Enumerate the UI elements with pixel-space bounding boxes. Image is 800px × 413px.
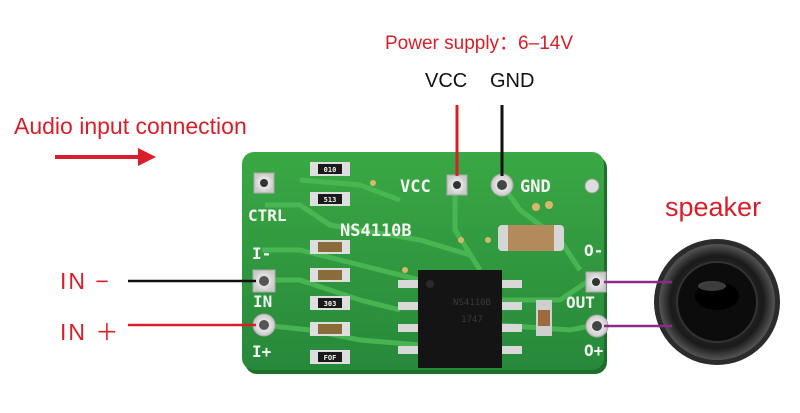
gnd-label: GND bbox=[490, 70, 535, 92]
ctrl-pad bbox=[253, 172, 275, 194]
amplifier-chip: NS4110B 1747 bbox=[398, 270, 522, 368]
out-minus-pad bbox=[585, 271, 607, 293]
capacitor bbox=[498, 225, 564, 251]
in-minus-label: IN − bbox=[60, 268, 111, 294]
resistor-7-label: FOF bbox=[324, 354, 337, 362]
resistor-5-label: 303 bbox=[324, 300, 337, 308]
speaker-label: speaker bbox=[665, 192, 762, 222]
vcc-pad bbox=[446, 174, 468, 196]
silk-ctrl: CTRL bbox=[248, 206, 287, 225]
silk-i-minus: I- bbox=[252, 244, 271, 263]
silk-vcc: VCC bbox=[400, 177, 431, 197]
power-supply-label: Power supply：6–14V bbox=[385, 33, 573, 54]
wires bbox=[128, 105, 672, 328]
small-component bbox=[536, 300, 552, 336]
chip-marking-1: NS4110B bbox=[453, 298, 491, 308]
vcc-label: VCC bbox=[425, 70, 468, 92]
silk-chip-label: NS4110B bbox=[340, 221, 412, 241]
in-minus-pad bbox=[252, 269, 276, 293]
silk-o-plus: O+ bbox=[584, 341, 604, 360]
silk-gnd: GND bbox=[520, 177, 551, 197]
audio-input-label: Audio input connection bbox=[14, 113, 247, 139]
in-plus-pad bbox=[252, 313, 276, 337]
silk-out: OUT bbox=[566, 293, 595, 312]
in-plus-label: IN ＋ bbox=[60, 319, 121, 345]
resistor-column: 010 513 303 bbox=[310, 162, 350, 364]
chip-marking-2: 1747 bbox=[461, 315, 483, 325]
pcb-board: 010 513 303 bbox=[242, 152, 609, 374]
gnd-pad bbox=[490, 173, 514, 197]
speaker-icon bbox=[654, 239, 780, 365]
mount-hole-icon bbox=[584, 178, 600, 194]
resistor-2-label: 513 bbox=[324, 196, 337, 204]
silk-in: IN bbox=[253, 292, 272, 311]
input-arrow-icon bbox=[55, 148, 156, 166]
silk-i-plus: I+ bbox=[252, 342, 272, 361]
resistor-1-label: 010 bbox=[324, 166, 337, 174]
silk-o-minus: O- bbox=[584, 241, 603, 260]
